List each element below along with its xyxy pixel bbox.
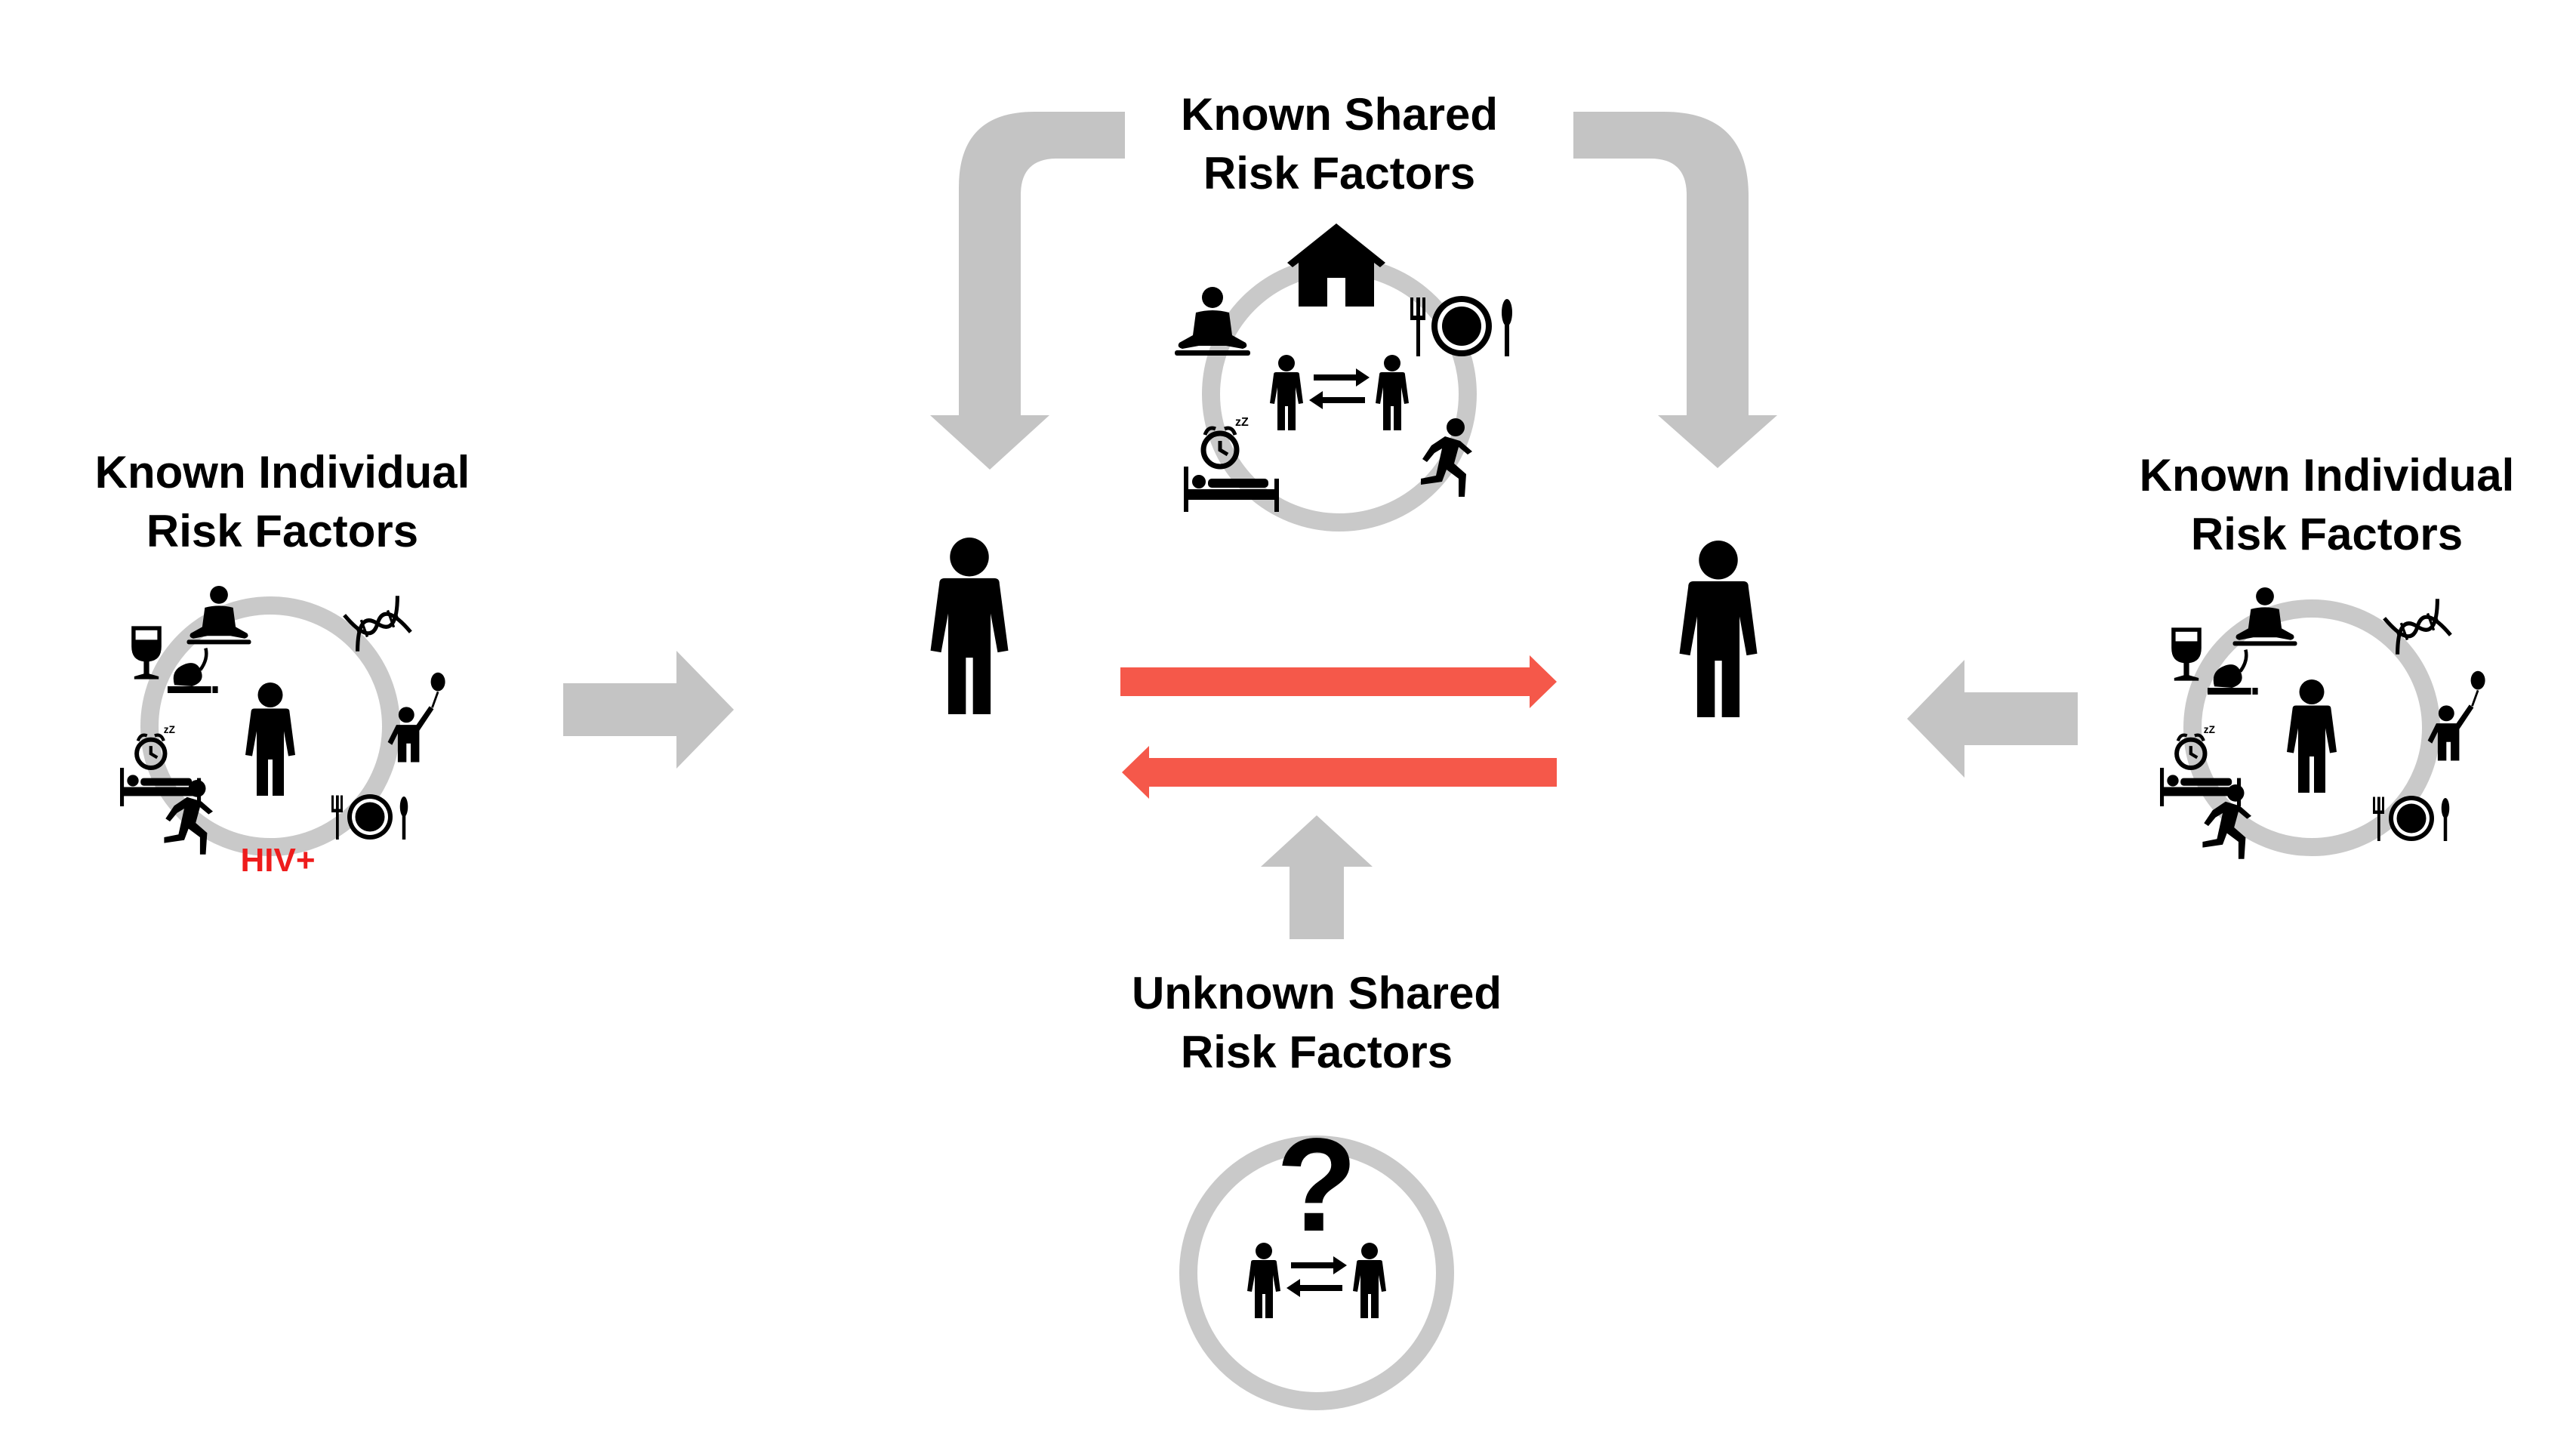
known-individual-left-section: Known Individual Risk Factors HIV+ bbox=[95, 447, 734, 879]
exchange-arrows-icon bbox=[1270, 355, 1409, 430]
unknown-shared-title-line1: Unknown Shared bbox=[1132, 968, 1502, 1018]
person-icon bbox=[930, 538, 1009, 714]
known-individual-right-section: Known Individual Risk Factors bbox=[1907, 450, 2514, 859]
known-shared-section: Known Shared Risk Factors bbox=[930, 89, 1777, 532]
person-icon bbox=[245, 682, 295, 796]
known-individual-right-title-line2: Risk Factors bbox=[2191, 509, 2463, 559]
unknown-shared-title-line2: Risk Factors bbox=[1181, 1027, 1453, 1077]
known-shared-title-line2: Risk Factors bbox=[1203, 148, 1475, 199]
shared-arrow-left bbox=[930, 112, 1125, 470]
known-individual-right-title-line1: Known Individual bbox=[2140, 450, 2515, 501]
individual-ring-right bbox=[2183, 599, 2440, 856]
red-arrow-to-left bbox=[1122, 746, 1557, 799]
person-right bbox=[1679, 541, 1758, 717]
unknown-shared-arrow bbox=[1261, 815, 1373, 939]
person-left bbox=[930, 538, 1009, 714]
bed-alarm-icon bbox=[120, 724, 201, 806]
known-shared-title-line1: Known Shared bbox=[1181, 89, 1498, 140]
red-exchange-arrows bbox=[1120, 655, 1557, 799]
hiv-positive-label: HIV+ bbox=[240, 842, 315, 879]
unknown-shared-ring bbox=[1179, 1135, 1454, 1410]
unknown-shared-section: Unknown Shared Risk Factors ? bbox=[1132, 815, 1502, 1410]
question-icon: ? bbox=[1276, 1111, 1357, 1259]
individual-ring-left bbox=[140, 596, 400, 856]
individual-arrow-right bbox=[1907, 660, 2078, 778]
known-individual-left-title-line1: Known Individual bbox=[95, 447, 470, 498]
individual-arrow-left bbox=[563, 651, 734, 769]
person-icon bbox=[1679, 541, 1758, 717]
person-icon bbox=[2287, 679, 2337, 793]
known-individual-left-title-line2: Risk Factors bbox=[146, 506, 418, 556]
red-arrow-to-right bbox=[1120, 655, 1557, 708]
bed-alarm-icon bbox=[1184, 416, 1279, 512]
house-icon bbox=[1287, 223, 1385, 307]
shared-arrow-right bbox=[1573, 112, 1777, 468]
